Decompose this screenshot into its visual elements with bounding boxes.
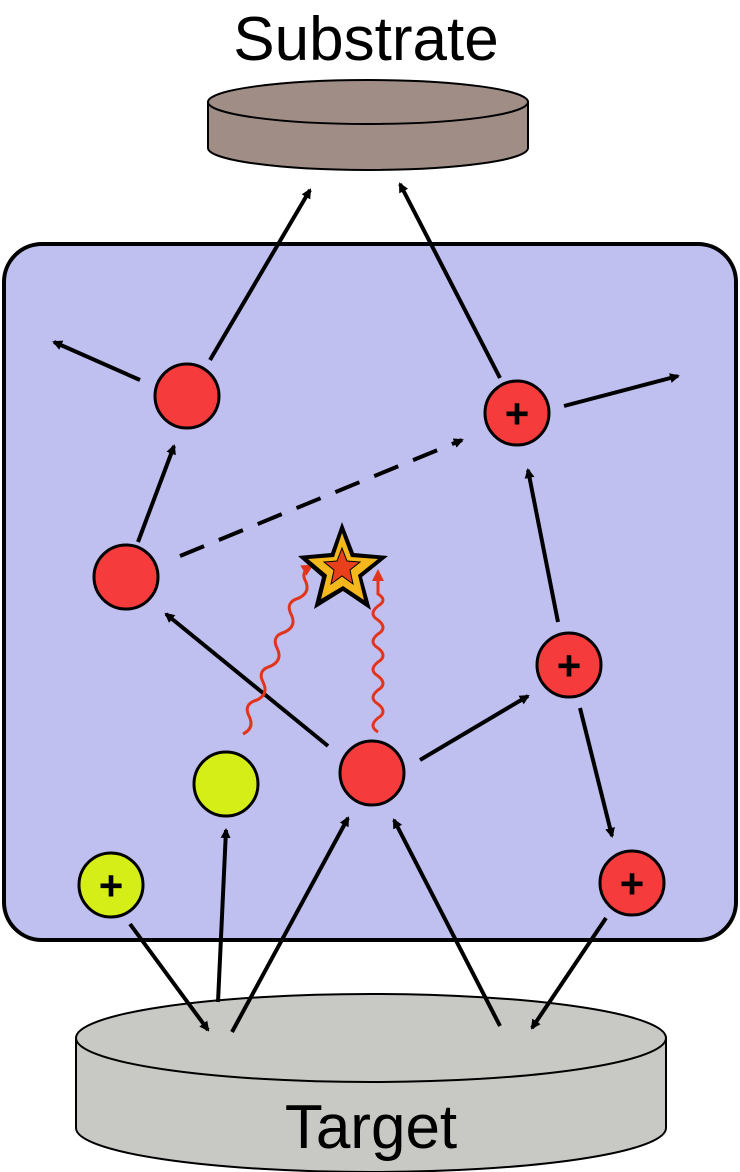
particle-yellow-ion <box>77 851 145 919</box>
trajectory-arrows <box>52 182 680 1033</box>
arrow-center-to-midright <box>418 694 530 762</box>
arrow-midright-to-topright <box>524 468 560 623</box>
arrow-midright-to-bottomright <box>578 707 615 838</box>
particle-red-center <box>338 739 406 807</box>
ion-charge-signs: + + + + <box>99 390 645 909</box>
arrow-dashed-midleft-to-topright <box>179 438 464 558</box>
target-label: Target <box>285 1093 457 1162</box>
ion-sign-yellow: + <box>99 862 124 909</box>
substrate-label: Substrate <box>233 5 498 74</box>
ion-sign-top-right: + <box>505 390 530 437</box>
arrow-target-to-yellow <box>216 828 231 1003</box>
photon-emission <box>242 564 385 736</box>
arrow-yellowion-to-target <box>128 922 210 1032</box>
particles <box>77 362 666 919</box>
arrow-target-to-center-b <box>392 818 502 1027</box>
arrow-topleft-to-substrate <box>208 188 312 362</box>
ion-sign-bottom-right: + <box>620 860 645 907</box>
arrow-target-to-center-a <box>230 816 350 1033</box>
arrow-bottomright-to-target <box>530 916 608 1030</box>
star-burst-icon <box>298 522 388 610</box>
arrow-topleft-scatter <box>52 340 141 382</box>
arrow-topright-to-substrate <box>398 182 502 379</box>
particle-red-mid-left <box>92 543 160 611</box>
ion-sign-mid-right: + <box>557 642 582 689</box>
wavy-arrow-icon <box>242 564 314 736</box>
particle-red-mid-right-ion <box>535 631 603 699</box>
particle-red-top-right-ion <box>483 379 551 447</box>
substrate-disk <box>207 79 529 171</box>
arrow-topright-scatter <box>563 373 680 408</box>
particle-red-top-left <box>153 362 221 430</box>
particle-red-bottom-right-ion <box>598 849 666 917</box>
arrow-midleft-to-topleft <box>136 444 176 543</box>
arrow-center-to-midleft <box>164 612 330 748</box>
wavy-arrow-icon <box>371 569 385 734</box>
particle-yellow-neutral <box>192 750 260 818</box>
